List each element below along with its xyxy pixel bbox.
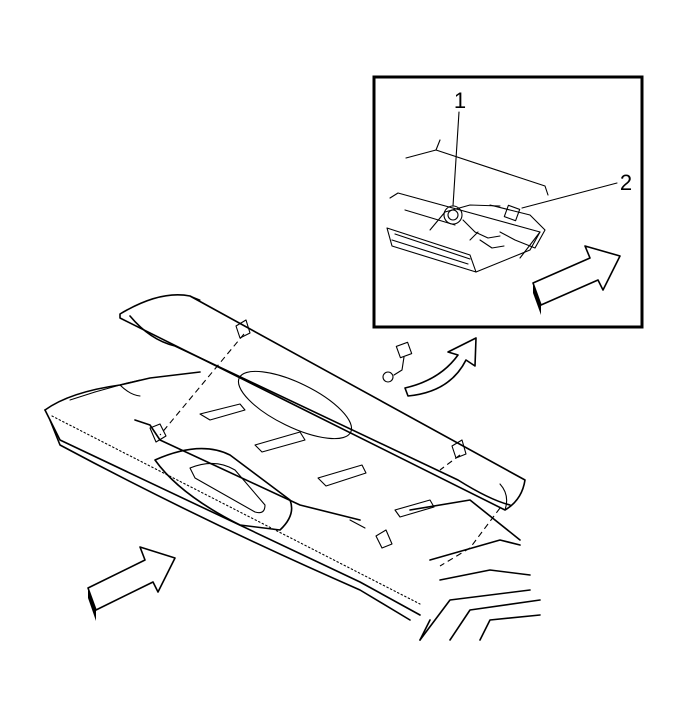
callout-2-label: 2 [620, 170, 632, 195]
lamp-connector [382, 341, 413, 383]
forward-arrow-icon [87, 546, 176, 621]
callout-1-leader [452, 111, 460, 207]
callout-2-leader [521, 182, 618, 209]
callout-1-label: 1 [454, 88, 466, 113]
rotation-arrow-icon [404, 337, 477, 397]
detail-inset: 1 2 [372, 75, 644, 329]
lower-shelf-body [44, 371, 541, 641]
upper-shelf-panel [119, 294, 526, 511]
inset-shelf-detail [386, 139, 549, 273]
alignment-line-right [439, 454, 461, 471]
direction-arrow-icon [532, 245, 621, 315]
alignment-line-left [159, 333, 245, 436]
